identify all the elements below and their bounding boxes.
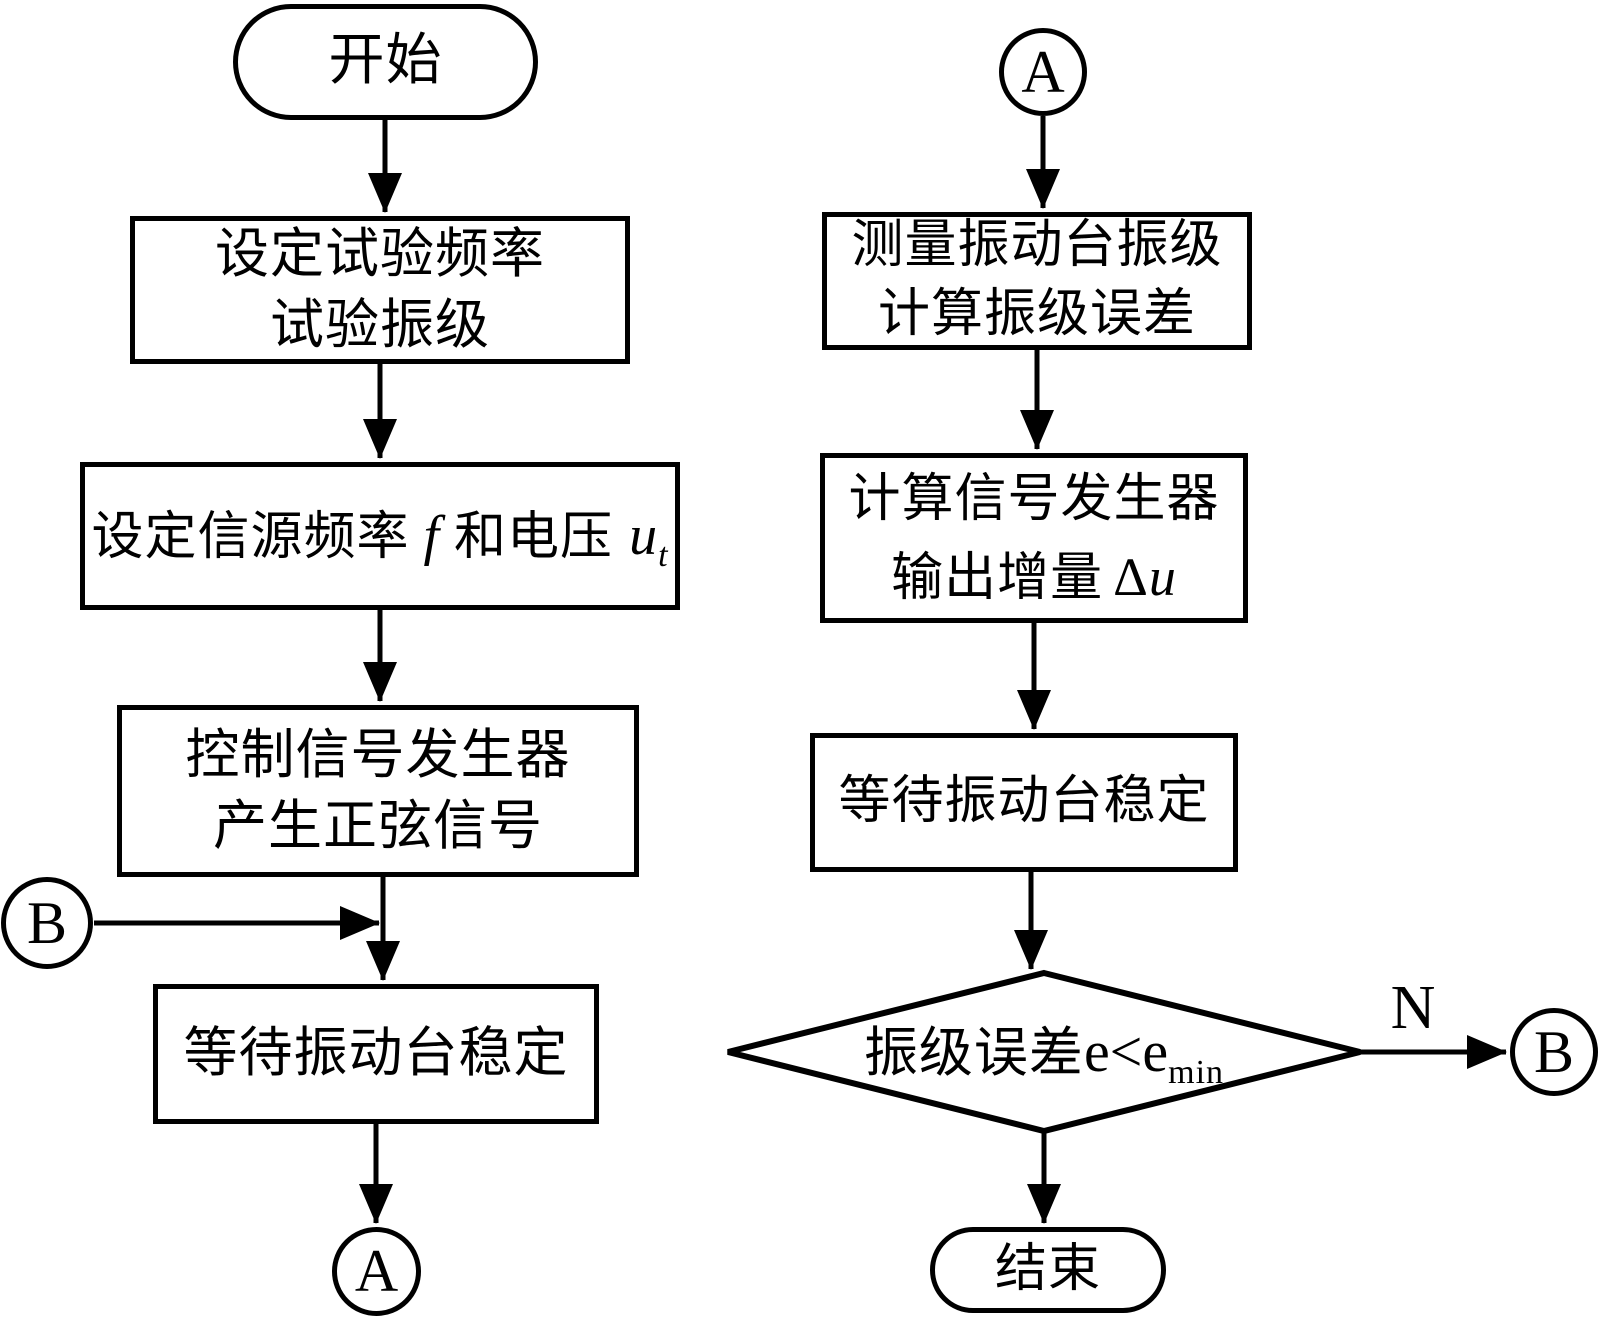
branch-label-n: N bbox=[1390, 973, 1436, 1042]
process-set-test-frequency-line1: 设定试验频率 bbox=[215, 223, 545, 284]
decision-subscript-min: min bbox=[1168, 1053, 1225, 1091]
connector-a-right-label: A bbox=[1021, 38, 1065, 105]
process-control-generator-line1: 控制信号发生器 bbox=[185, 724, 571, 785]
connector-b-left-label: B bbox=[26, 889, 68, 956]
decision-text-pre: 振级误差 bbox=[863, 1022, 1084, 1083]
start-label: 开始 bbox=[328, 30, 443, 93]
connector-b-left: B bbox=[1, 877, 93, 969]
start-terminator: 开始 bbox=[233, 4, 538, 120]
decision-label: 振级误差 e<e min bbox=[744, 1002, 1344, 1102]
end-label: 结束 bbox=[994, 1240, 1101, 1298]
delta-symbol: Δ bbox=[1113, 546, 1149, 607]
process-set-test-frequency: 设定试验频率 试验振级 bbox=[130, 216, 630, 364]
increment-symbol-u: u bbox=[1148, 546, 1177, 607]
process-set-test-frequency-line2: 试验振级 bbox=[270, 295, 490, 355]
decision-diamond bbox=[727, 969, 1361, 1135]
set-source-text-mid: 和电压 bbox=[454, 508, 614, 566]
connector-b-right: B bbox=[1510, 1008, 1598, 1096]
process-wait-stable-left: 等待振动台稳定 bbox=[153, 984, 599, 1124]
process-compute-increment: 计算信号发生器 输出增量 Δ u bbox=[820, 453, 1248, 623]
process-compute-increment-line1: 计算信号发生器 bbox=[848, 471, 1220, 529]
process-measure-level-line1: 测量振动台振级 bbox=[851, 217, 1223, 275]
process-wait-stable-left-label: 等待振动台稳定 bbox=[183, 1023, 569, 1084]
process-wait-stable-right-label: 等待振动台稳定 bbox=[838, 773, 1210, 831]
connector-a-right: A bbox=[999, 28, 1087, 116]
decision-expression: e<e bbox=[1083, 1018, 1169, 1084]
voltage-symbol-u: u bbox=[629, 504, 659, 567]
connector-a-left-label: A bbox=[354, 1238, 399, 1304]
compute-increment-text: 输出增量 bbox=[891, 549, 1104, 607]
process-control-generator: 控制信号发生器 产生正弦信号 bbox=[117, 705, 639, 877]
process-wait-stable-right: 等待振动台稳定 bbox=[810, 733, 1238, 872]
connector-b-right-label: B bbox=[1533, 1018, 1575, 1085]
end-terminator: 结束 bbox=[930, 1227, 1166, 1313]
set-source-text-pre: 设定信源频率 bbox=[91, 508, 410, 566]
voltage-subscript-t: t bbox=[658, 536, 669, 574]
frequency-symbol-f: f bbox=[423, 504, 441, 567]
process-control-generator-line2: 产生正弦信号 bbox=[213, 796, 543, 856]
process-set-source-frequency: 设定信源频率 f 和电压 u t bbox=[80, 462, 680, 610]
process-measure-level-line2: 计算振级误差 bbox=[877, 286, 1196, 343]
connector-a-left: A bbox=[332, 1227, 421, 1316]
process-measure-level: 测量振动台振级 计算振级误差 bbox=[822, 212, 1252, 350]
